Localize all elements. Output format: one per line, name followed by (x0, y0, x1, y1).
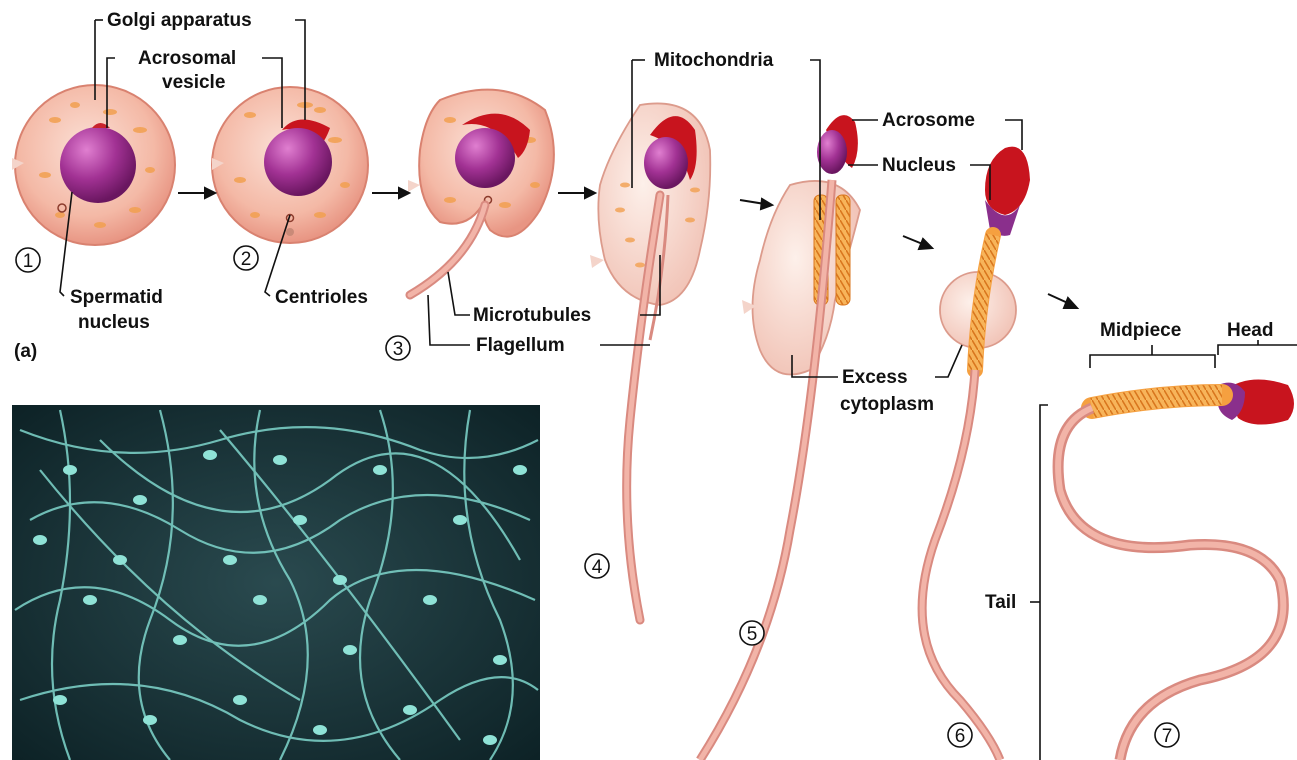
arrow-5-6 (903, 236, 932, 249)
label-head: Head (1227, 320, 1273, 341)
step-marker-3: 3 (386, 336, 410, 360)
stage-4-cell (590, 103, 710, 620)
label-excess-cytoplasm-1: Excess (842, 367, 908, 388)
label-nucleus: Nucleus (882, 155, 956, 176)
label-spermatid-nucleus-1: Spermatid (70, 287, 163, 308)
sperm-micrograph-image (12, 405, 540, 760)
label-centrioles: Centrioles (275, 287, 368, 308)
svg-text:5: 5 (747, 624, 758, 645)
svg-text:1: 1 (23, 251, 34, 272)
label-golgi-apparatus: Golgi apparatus (107, 10, 252, 31)
label-acrosome: Acrosome (882, 110, 975, 131)
step-marker-2: 2 (234, 246, 258, 270)
stage-3-cell (408, 90, 554, 295)
step-marker-4: 4 (585, 554, 609, 578)
arrow-4-5 (740, 199, 772, 209)
step-marker-1: 1 (16, 248, 40, 272)
step-marker-6: 6 (948, 723, 972, 747)
label-acrosomal-vesicle-2: vesicle (162, 72, 225, 93)
label-acrosomal-vesicle-1: Acrosomal (138, 48, 236, 69)
stage-2-cell (212, 87, 368, 243)
step-marker-7: 7 (1155, 723, 1179, 747)
label-mitochondria: Mitochondria (654, 50, 774, 71)
arrow-2-3 (372, 188, 409, 198)
label-midpiece: Midpiece (1100, 320, 1181, 341)
label-excess-cytoplasm-2: cytoplasm (840, 394, 934, 415)
arrow-6-7 (1048, 294, 1077, 308)
svg-text:2: 2 (241, 249, 252, 270)
label-microtubules: Microtubules (473, 305, 591, 326)
svg-text:7: 7 (1162, 726, 1173, 747)
stage-5-cell (700, 115, 860, 760)
label-spermatid-nucleus-2: nucleus (78, 312, 150, 333)
step-marker-5: 5 (740, 621, 764, 645)
stage-7-sperm (1058, 380, 1294, 760)
stage-1-cell (12, 85, 175, 245)
svg-text:4: 4 (592, 557, 603, 578)
stage-6-cell (922, 147, 1030, 760)
svg-text:6: 6 (955, 726, 966, 747)
label-flagellum: Flagellum (476, 335, 565, 356)
label-tail: Tail (985, 592, 1016, 613)
arrow-1-2 (178, 188, 215, 198)
label-panel-a: (a) (14, 341, 37, 362)
svg-text:3: 3 (393, 339, 404, 360)
arrow-3-4 (558, 188, 595, 198)
